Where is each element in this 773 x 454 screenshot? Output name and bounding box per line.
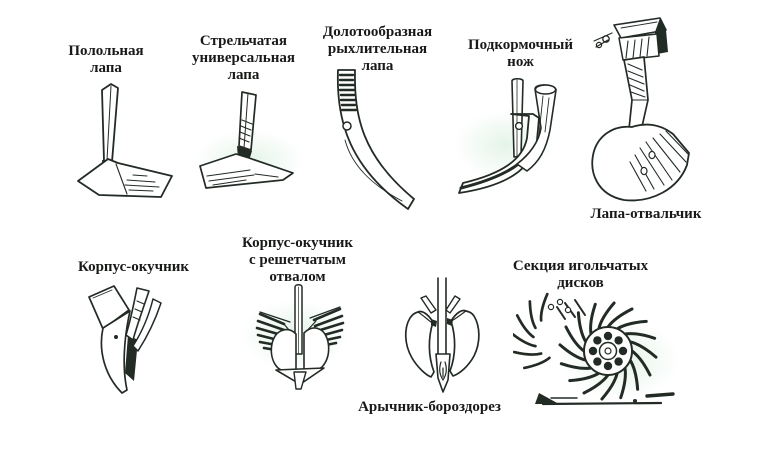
label-hiller-body: Корпус-окучник xyxy=(77,259,190,275)
label-universal-sweep: Стрельчатая универсальная лапа xyxy=(192,33,295,83)
label-furrow-cutter: Арычник-бороздорез xyxy=(358,399,501,415)
feeding-knife-drawing xyxy=(453,76,571,206)
label-weeding-sweep: Полольная лапа xyxy=(68,43,144,76)
furrow-cutter-drawing xyxy=(398,276,498,398)
label-slatted-hiller: Корпус-окучник с решетчатым отвалом xyxy=(241,235,354,285)
label-needle-disks: Секция игольчатых дисков xyxy=(512,258,649,291)
label-feeding-knife: Подкормочный нож xyxy=(468,37,573,70)
label-moldboard-sweep: Лапа-отвальчик xyxy=(590,206,702,222)
universal-sweep-drawing xyxy=(192,88,300,195)
moldboard-sweep-drawing xyxy=(588,14,700,206)
hiller-body-drawing xyxy=(85,283,190,398)
needle-disks-drawing xyxy=(513,291,681,419)
label-chisel-tine: Долотообразная рыхлительная лапа xyxy=(322,24,433,74)
chisel-tine-drawing xyxy=(330,68,418,213)
weeding-sweep-drawing xyxy=(75,82,175,204)
slatted-hiller-drawing xyxy=(246,284,354,394)
